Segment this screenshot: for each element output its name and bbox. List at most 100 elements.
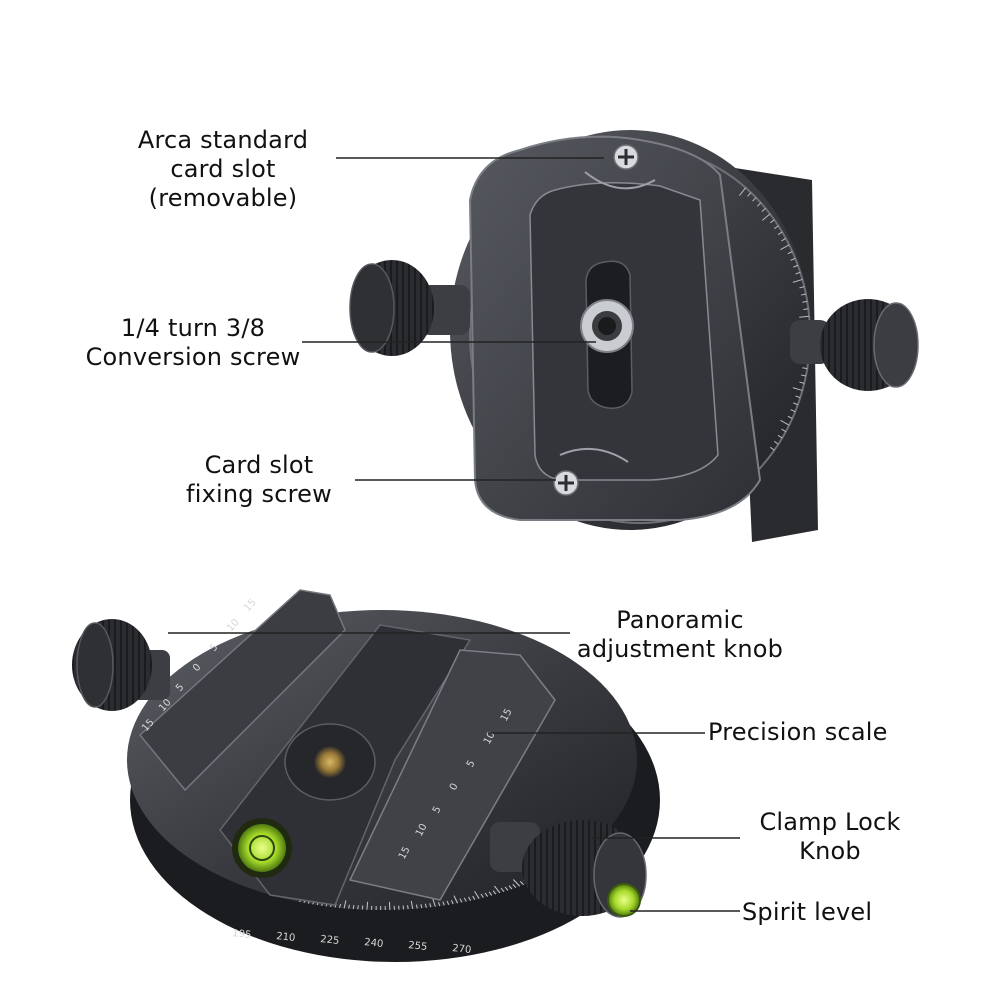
- phillips-screw-icon: [613, 144, 639, 170]
- rim-tick: [799, 381, 805, 384]
- label-line: adjustment knob: [576, 635, 784, 663]
- degree-tick: [343, 900, 347, 909]
- label-line: Precision scale: [708, 718, 888, 746]
- degree-tick: [420, 904, 423, 909]
- left-rail: [138, 589, 346, 792]
- leader-lines: [168, 157, 740, 912]
- rim-tick: [793, 264, 799, 268]
- rim-tick: [762, 213, 771, 221]
- label-line: card slot: [170, 155, 276, 183]
- label-arca-card-slot: Arca standard card slot (removable): [112, 126, 334, 213]
- scale-tick-label: 5: [465, 759, 478, 770]
- label-line: Spirit level: [742, 898, 873, 926]
- label-clamp-lock-knob: Clamp Lock Knob: [742, 808, 918, 866]
- degree-tick: [480, 893, 484, 898]
- rim-tick: [781, 428, 787, 433]
- label-line: 1/4 turn 3/8: [120, 314, 266, 342]
- degree-tick: [453, 895, 459, 904]
- rim-tick: [792, 278, 803, 283]
- degree-tick: [463, 897, 467, 902]
- rim-tick: [777, 434, 783, 439]
- rim-tick: [802, 300, 808, 303]
- label-line: Knob: [799, 837, 861, 865]
- rim-tick: [761, 207, 766, 212]
- degree-tick: [492, 890, 497, 895]
- degree-tick: [407, 905, 409, 910]
- degree-tick: [415, 904, 418, 909]
- degree-tick: [429, 903, 432, 908]
- degree-tick: [493, 885, 501, 894]
- rim-tick: [790, 409, 796, 413]
- rim-tick: [773, 225, 779, 230]
- degree-tick-label: 240: [364, 937, 384, 950]
- degree-tick: [366, 901, 369, 910]
- bubble-level-icon: [607, 883, 641, 917]
- label-line: Clamp Lock: [759, 808, 901, 836]
- label-line: Conversion screw: [85, 343, 301, 371]
- rim-tick: [795, 395, 801, 399]
- rim-tick: [793, 402, 799, 406]
- scale-tick-label: 0: [448, 782, 461, 793]
- degree-tick: [352, 904, 355, 910]
- rim-tick: [787, 251, 793, 255]
- knurled-knob-icon: [349, 260, 470, 356]
- rim-tick: [770, 219, 775, 224]
- label-line: Arca standard: [137, 126, 309, 154]
- rim-tick: [777, 231, 783, 236]
- degree-tick-label: 225: [320, 934, 340, 947]
- rim-tick: [747, 192, 752, 197]
- degree-tick: [484, 892, 488, 897]
- plate-notch-bottom: [559, 447, 629, 463]
- rim-tick: [770, 446, 775, 451]
- label-panoramic-knob: Panoramic adjustment knob: [552, 606, 808, 664]
- degree-tick: [451, 900, 454, 905]
- rim-tick: [790, 257, 796, 261]
- label-line: Panoramic: [616, 606, 744, 634]
- degree-tick: [512, 879, 521, 887]
- rim-tick: [787, 415, 793, 419]
- degree-tick: [442, 901, 445, 906]
- degree-tick: [446, 900, 450, 905]
- label-spirit-level: Spirit level: [742, 898, 922, 927]
- degree-tick: [504, 886, 509, 891]
- degree-tick: [500, 887, 505, 893]
- degree-tick: [432, 898, 436, 907]
- degree-tick: [488, 891, 493, 896]
- degree-tick: [357, 905, 359, 910]
- rim-tick: [795, 271, 801, 275]
- rim-tick: [799, 315, 810, 318]
- bubble-level-icon: [232, 818, 292, 878]
- scale-tick-label: 15: [499, 707, 515, 723]
- scale-tick-label: 10: [414, 822, 430, 838]
- degree-tick: [508, 885, 513, 890]
- rim-tick: [800, 374, 807, 377]
- rim-tick: [780, 244, 790, 251]
- rim-tick: [739, 187, 747, 196]
- scale-tick-label: 10: [482, 730, 498, 746]
- label-line: Card slot: [204, 451, 314, 479]
- rim-tick: [781, 237, 787, 242]
- degree-tick: [348, 904, 350, 909]
- rim-tick: [792, 387, 803, 392]
- scale-tick-label: 15: [397, 845, 413, 861]
- degree-tick: [410, 900, 414, 909]
- label-precision-scale: Precision scale: [708, 718, 928, 747]
- scale-tick-label: 10: [225, 617, 242, 634]
- knurled-knob-icon: [790, 299, 919, 391]
- label-line: fixing screw: [186, 480, 332, 508]
- rim-tick: [780, 419, 790, 426]
- label-conversion-screw: 1/4 turn 3/8 Conversion screw: [58, 314, 328, 372]
- rim-tick: [800, 293, 807, 296]
- degree-tick: [474, 891, 480, 899]
- degree-tick-label: 195: [232, 928, 252, 941]
- label-fixing-screw: Card slot fixing screw: [165, 451, 353, 509]
- rim-tick: [752, 197, 757, 202]
- scale-tick-label: 5: [431, 805, 444, 816]
- degree-tick: [438, 902, 441, 907]
- degree-tick-label: 255: [408, 940, 428, 953]
- mount-screw-hole: [314, 746, 346, 778]
